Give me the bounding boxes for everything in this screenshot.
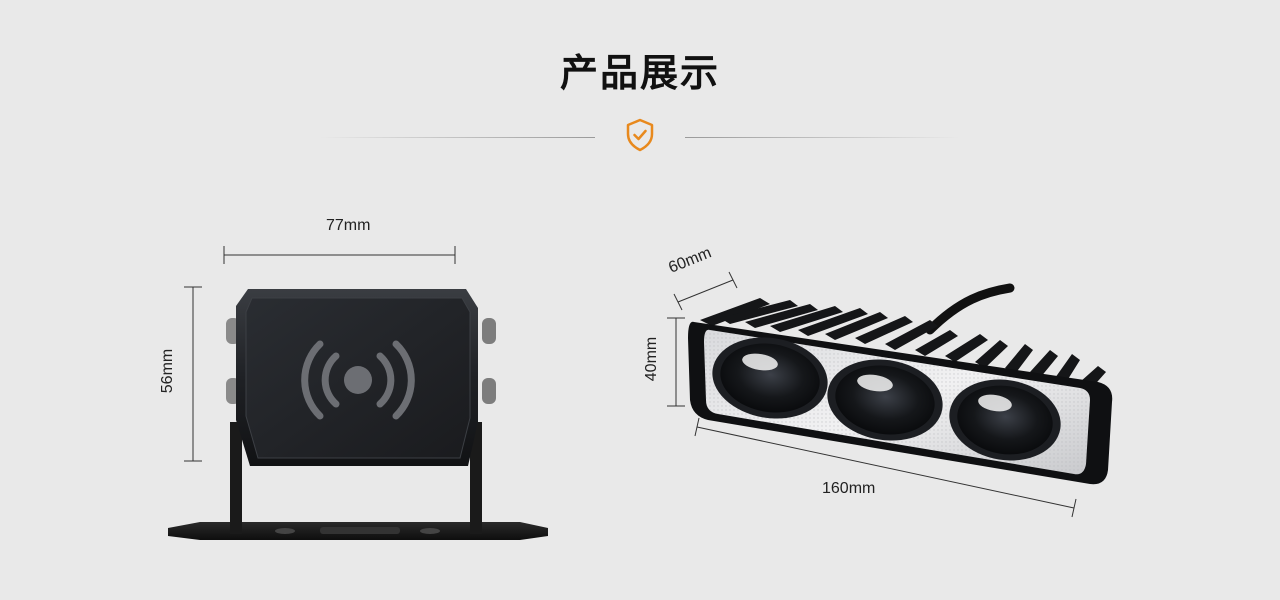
depth-dimension-line	[673, 271, 738, 311]
height-dimension-line	[184, 286, 202, 462]
title-divider-left	[320, 137, 595, 138]
camera-bracket	[168, 422, 548, 540]
page-title: 产品展示	[559, 51, 720, 95]
camera-height-label: 56mm	[159, 348, 177, 394]
camera-width-label: 77mm	[326, 217, 371, 234]
light-bar-height-label: 40mm	[643, 336, 661, 382]
shield-check-icon	[626, 118, 654, 152]
title-divider-right	[685, 137, 960, 138]
light-bar-heatsink	[700, 298, 1106, 390]
height-dimension-line-right	[667, 317, 685, 407]
length-dimension-line	[694, 417, 1077, 518]
width-dimension-line	[223, 246, 456, 264]
light-bar-length-label: 160mm	[822, 480, 876, 497]
signal-broadcast-icon	[301, 340, 415, 420]
light-bar-lenses	[712, 337, 1061, 461]
light-bar-cable	[925, 283, 1015, 335]
